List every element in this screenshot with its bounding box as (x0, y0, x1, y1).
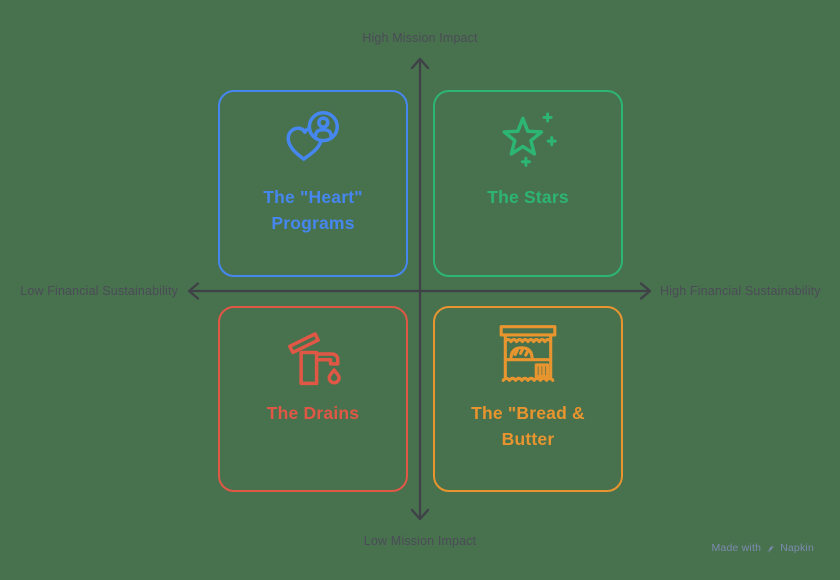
axis-label-low-mission-impact: Low Mission Impact (363, 534, 477, 548)
quadrant-label: The Stars (487, 184, 569, 210)
axis-label-low-financial-sustainability: Low Financial Sustainability (20, 284, 178, 298)
quadrant-label-line: The Drains (266, 403, 360, 423)
quadrant-label-line: Butter (501, 429, 555, 449)
quadrant-label: The "Bread & Butter (471, 400, 585, 452)
watermark-brand: Napkin (780, 542, 814, 554)
quadrant-label-line: The Stars (487, 187, 569, 207)
heart-user-icon (280, 104, 346, 170)
quadrant-label-line: The "Heart" (263, 187, 363, 207)
axis-label-high-financial-sustainability: High Financial Sustainability (660, 284, 821, 298)
quadrant-bread-butter[interactable]: The "Bread & Butter (433, 306, 623, 492)
axis-label-high-mission-impact: High Mission Impact (362, 31, 478, 45)
quadrant-label: The Drains (267, 400, 359, 426)
quadrant-label-line: The "Bread & (471, 403, 585, 423)
quadrant-stars[interactable]: The Stars (433, 90, 623, 277)
quadrant-drains[interactable]: The Drains (218, 306, 408, 492)
bakery-stand-icon (495, 320, 561, 386)
made-with-napkin-watermark[interactable]: Made with Napkin (711, 542, 814, 554)
down-arrow-icon (410, 508, 430, 521)
napkin-logo-icon (767, 543, 775, 554)
quadrant-heart-programs[interactable]: The "Heart" Programs (218, 90, 408, 277)
right-arrow-icon (639, 282, 652, 300)
star-sparkles-icon (495, 104, 561, 170)
up-arrow-icon (410, 57, 430, 70)
faucet-drip-icon (280, 320, 346, 386)
watermark-prefix: Made with (711, 542, 762, 554)
quadrant-label-line: Programs (271, 213, 355, 233)
left-arrow-icon (187, 282, 200, 300)
quadrant-label: The "Heart" Programs (263, 184, 363, 236)
